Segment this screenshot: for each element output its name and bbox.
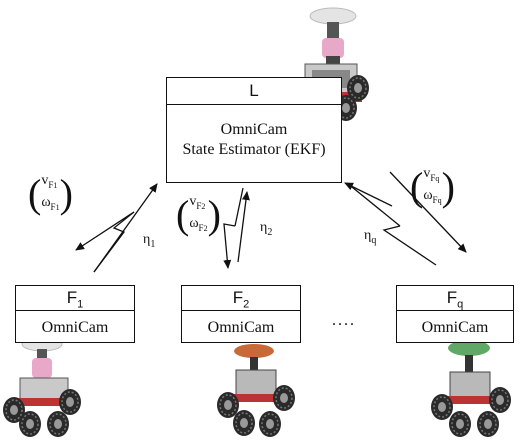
link-1-zigzag [93, 211, 135, 273]
link-2-v: v [189, 194, 197, 209]
leader-box-body: OmniCam State Estimator (EKF) [167, 120, 341, 160]
link-q-zigzag [382, 225, 437, 266]
link-q-eta: ηq [364, 228, 377, 246]
link-q-w: ω [423, 187, 433, 203]
leader-box-header: L [167, 78, 341, 105]
link-1-eta: η1 [143, 232, 156, 250]
link-1-velocity-vector: ( vF1 ωF1 ) [28, 170, 73, 216]
follower-q-label: F [446, 288, 458, 307]
link-2-arrow-up [237, 191, 250, 263]
link-2-w-subsub: 2 [203, 223, 208, 233]
link-2-w: ω [189, 215, 199, 231]
link-q-arrow-up [344, 182, 393, 207]
leader-line-2: State Estimator (EKF) [182, 141, 326, 158]
follower-1-sub: 1 [77, 298, 84, 311]
link-2-v-subsub: 2 [201, 201, 206, 211]
follower-q-body: OmniCam [421, 319, 489, 336]
link-1-arrow-down [75, 211, 135, 251]
link-q-v: v [423, 166, 431, 181]
link-1-w-sub: F [50, 201, 56, 212]
link-2-velocity-vector: ( vF2 ωF2 ) [176, 191, 221, 237]
link-2 [223, 187, 250, 269]
follower-q-sub: q [457, 298, 464, 311]
ellipsis: .... [332, 312, 356, 329]
link-2-v-sub: F [196, 200, 202, 211]
follower-1-robot-image [2, 336, 82, 438]
link-1-v-sub: F [48, 179, 54, 190]
link-2-eta: η2 [260, 220, 273, 238]
link-1-v-subsub: 1 [53, 180, 58, 190]
follower-q-marker [448, 340, 490, 356]
follower-1-body: OmniCam [41, 319, 109, 336]
link-1-v: v [41, 173, 49, 188]
leader-marker [322, 38, 344, 58]
link-q-w-subsub: q [437, 195, 442, 205]
link-q-arrow-down [389, 171, 467, 253]
follower-q-box: Fq OmniCam [396, 285, 514, 343]
follower-2-robot-image [216, 344, 296, 438]
follower-2-box: F2 OmniCam [181, 285, 301, 343]
link-2-arrow-top [234, 187, 244, 227]
follower-1-box: F1 OmniCam [15, 285, 135, 343]
follower-1-header: F1 [16, 286, 134, 311]
link-q [344, 171, 467, 266]
link-q-v-sub: F [430, 172, 436, 183]
follower-2-body: OmniCam [207, 319, 275, 336]
link-2-zigzag [223, 223, 236, 269]
leader-box: L OmniCam State Estimator (EKF) [166, 77, 342, 183]
leader-line-1: OmniCam [220, 121, 288, 138]
follower-2-marker [234, 344, 274, 358]
follower-1-label: F [66, 288, 78, 307]
leader-label: L [249, 81, 259, 100]
link-q-arrow-top [346, 182, 401, 227]
follower-1-marker [32, 358, 52, 378]
link-q-w-sub: F [432, 194, 438, 205]
follower-2-label: F [232, 288, 244, 307]
follower-2-header: F2 [182, 286, 300, 311]
link-2-w-sub: F [198, 222, 204, 233]
follower-2-sub: 2 [243, 298, 250, 311]
link-1-w-subsub: 1 [55, 202, 60, 212]
link-q-velocity-vector: ( vFq ωFq ) [410, 163, 455, 209]
link-q-v-subsub: q [435, 173, 440, 183]
link-1-w: ω [41, 194, 51, 210]
follower-q-header: Fq [397, 286, 513, 311]
follower-q-robot-image [430, 340, 512, 438]
link-1 [75, 183, 158, 273]
